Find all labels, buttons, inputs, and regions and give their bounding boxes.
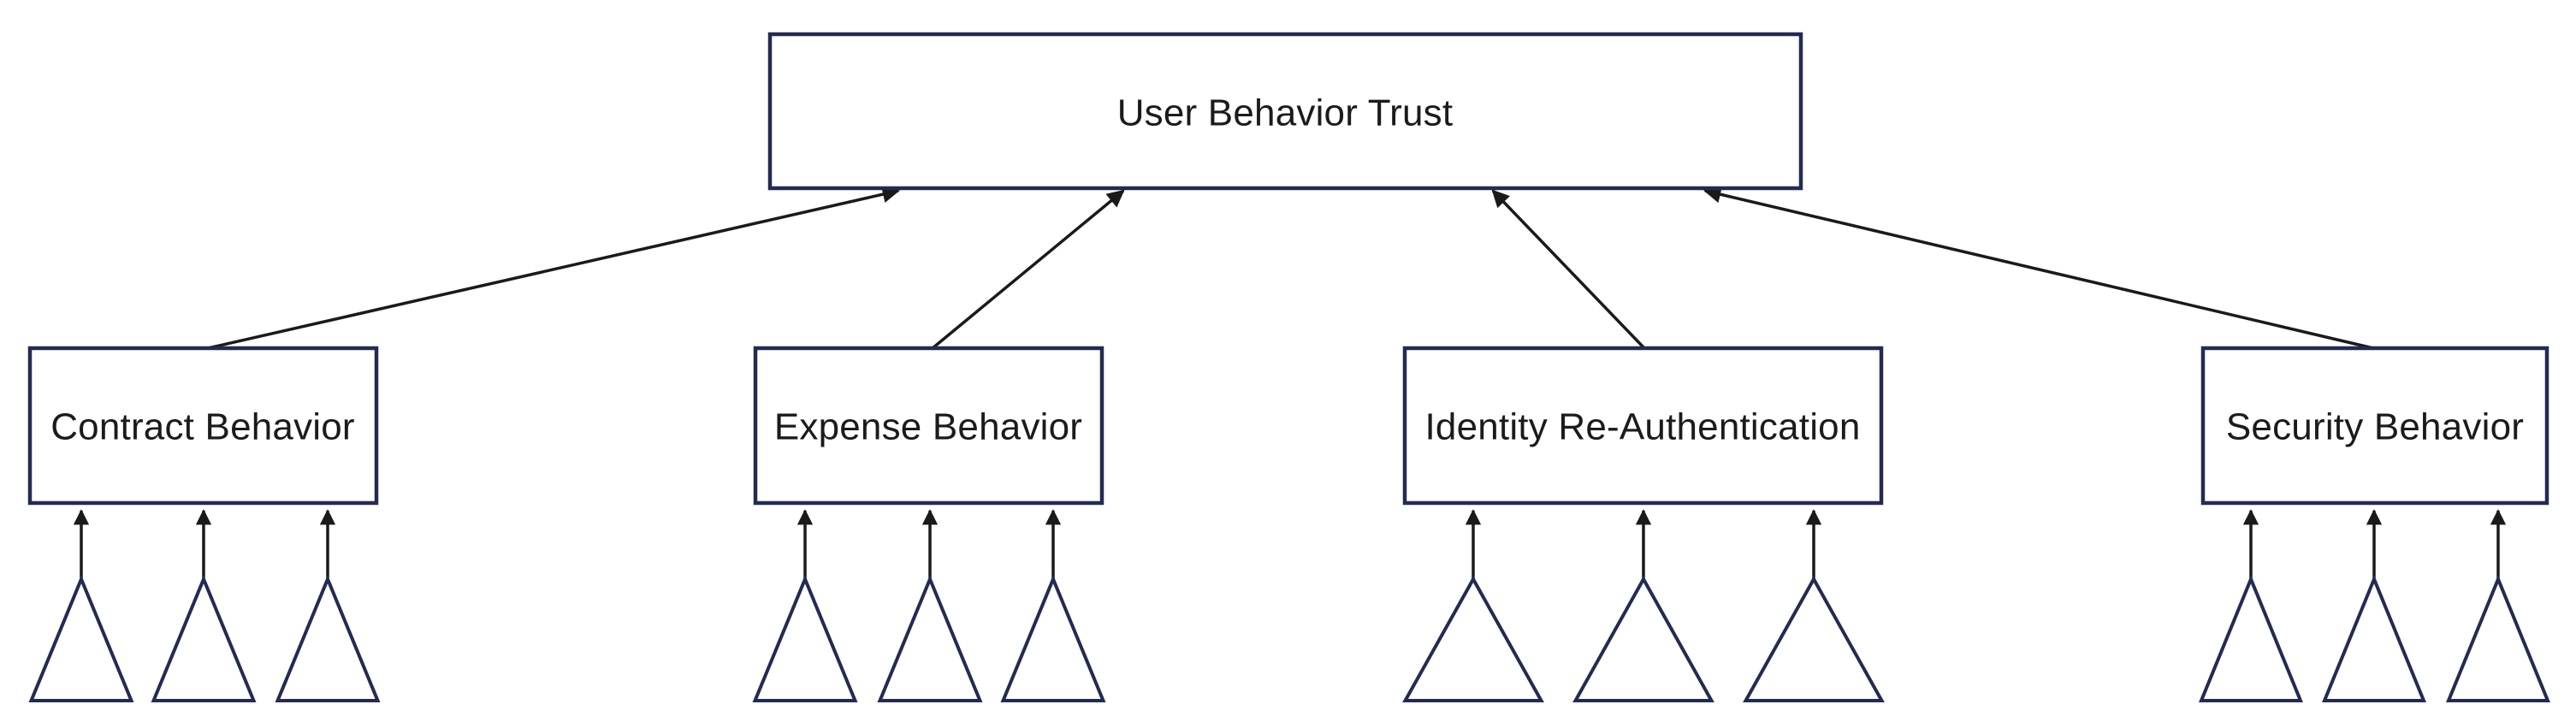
node-identity-re-authentication: Identity Re-Authentication: [1402, 346, 1884, 506]
node-contract-behavior: Contract Behavior: [27, 346, 379, 506]
node-security-behavior-box: [2200, 346, 2549, 506]
node-identity-re-authentication-label: Identity Re-Authentication: [1424, 406, 1860, 448]
indicator-triangle: [275, 574, 381, 702]
edge-contract-to-root: [207, 186, 900, 350]
node-contract-behavior-label: Contract Behavior: [50, 406, 355, 448]
node-identity-re-authentication-box: [1402, 346, 1884, 506]
edge-security-to-root: [1703, 186, 2374, 350]
indicator-triangle: [2199, 574, 2303, 702]
indicator-triangle: [1000, 574, 1106, 702]
edge-identity-to-root: [1491, 189, 1646, 350]
indicator-triangle: [877, 574, 983, 702]
node-expense-behavior-label: Expense Behavior: [774, 406, 1082, 448]
node-security-behavior-label: Security Behavior: [2226, 406, 2524, 448]
indicator-arrows: [73, 509, 2507, 583]
node-user-behavior-trust-label: User Behavior Trust: [1117, 92, 1454, 134]
indicator-triangle: [2322, 574, 2426, 702]
indicator-triangles: [28, 574, 2550, 702]
indicator-triangle: [28, 574, 134, 702]
indicator-triangle: [2446, 574, 2550, 702]
indicator-triangle: [1402, 575, 1544, 702]
indicator-triangle: [1743, 575, 1885, 702]
node-expense-behavior: Expense Behavior: [753, 346, 1104, 506]
indicator-triangle: [1572, 575, 1714, 702]
node-user-behavior-trust-box: [767, 32, 1803, 191]
node-contract-behavior-box: [27, 346, 379, 506]
indicator-triangle: [752, 574, 858, 702]
node-expense-behavior-box: [753, 346, 1104, 506]
edge-expense-to-root: [931, 189, 1125, 350]
node-user-behavior-trust: User Behavior Trust: [767, 32, 1803, 191]
node-security-behavior: Security Behavior: [2200, 346, 2549, 506]
indicator-triangle: [151, 574, 257, 702]
